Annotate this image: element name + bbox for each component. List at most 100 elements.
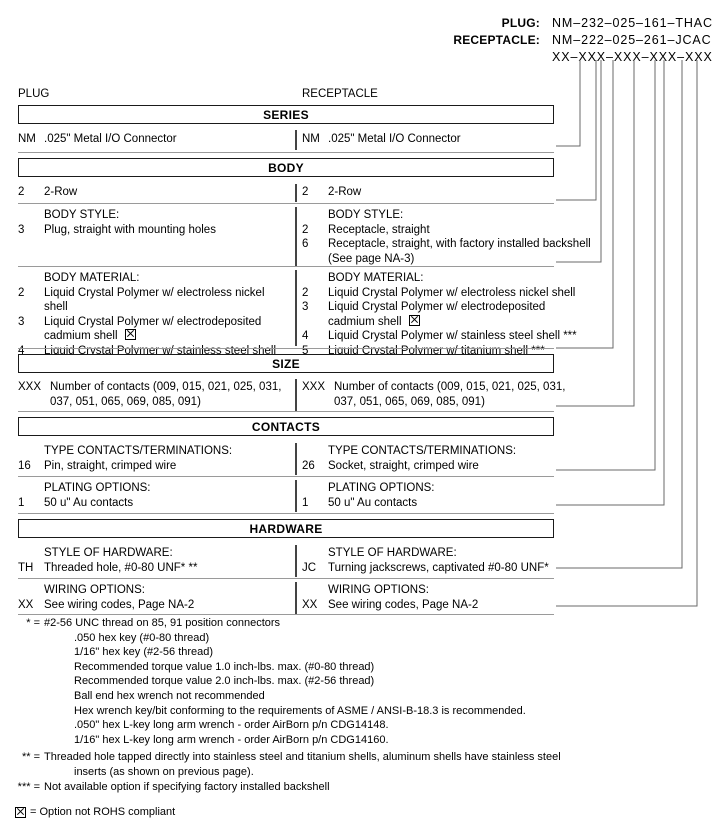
group-title: PLATING OPTIONS: [328,482,435,494]
option-text: 2-Row [44,186,78,198]
group-size-row-receptacle: XXX Number of contacts (009, 015, 021, 0… [302,380,602,409]
part-number-label-plug: PLUG: [501,16,540,30]
group-title: BODY MATERIAL: [44,272,140,284]
option-row: 2 Liquid Crystal Polymer w/ electroless … [302,286,602,301]
footnote-line-item: inserts (as shown on previous page). [14,765,614,780]
column-caption-plug: PLUG [18,88,50,100]
option-row: XX See wiring codes, Page NA-2 [302,598,602,613]
footnote-line: 1/16" hex key (#2-56 thread) [74,646,214,659]
option-row: 3 Liquid Crystal Polymer w/ electrodepos… [302,300,602,315]
part-number-row-plug: PLUG: NM–232–025–161–THAC [0,16,712,33]
part-number-row-generic: XX–XXX–XXX–XXX–XXXX [0,50,712,67]
group-series-row-receptacle: NM .025" Metal I/O Connector [302,132,602,147]
option-row: 2 Receptacle, straight [302,223,602,238]
group-separator [18,513,554,514]
option-row-continuation: cadmium shell [302,314,602,330]
option-row: 2 Liquid Crystal Polymer w/ electroless … [18,286,290,315]
group-contacts-type-receptacle: TYPE CONTACTS/TERMINATIONS: 26 Socket, s… [302,444,602,473]
group-separator [18,476,554,477]
column-caption-receptacle: RECEPTACLE [302,88,378,100]
footnote-line: #2-56 UNC thread on 85, 91 position conn… [44,617,281,629]
footnote-line: Recommended torque value 2.0 inch-lbs. m… [74,675,375,688]
group-contacts-type-plug: TYPE CONTACTS/TERMINATIONS: 16 Pin, stra… [18,444,290,473]
option-code: 3 [302,301,309,313]
part-number-value-generic: XX–XXX–XXX–XXX–XXXX [552,50,712,64]
group-title: STYLE OF HARDWARE: [328,547,457,559]
footnote-line-item: Recommended torque value 1.0 inch-lbs. m… [14,660,614,675]
option-code: XX [18,598,34,611]
footnote-line: 1/16" hex L-key long arm wrench - order … [74,733,389,746]
option-row: 2 2-Row [18,185,290,200]
section-title-hardware: HARDWARE [249,521,323,536]
option-row: 3 Liquid Crystal Polymer w/ electrodepos… [18,315,290,330]
column-divider [295,582,297,614]
column-divider [295,480,297,512]
option-text: (See page NA-3) [328,252,415,265]
group-body-style-plug: BODY STYLE: 3 Plug, straight with mounti… [18,208,290,237]
option-text: Number of contacts (009, 015, 021, 025, … [334,381,566,393]
option-text: Socket, straight, crimped wire [328,459,479,472]
option-code: 1 [302,496,309,509]
column-divider [295,184,297,202]
group-title: BODY MATERIAL: [328,272,424,284]
footnote-mark: * = [26,617,40,629]
option-code: 1 [18,496,25,509]
footnote-line: Recommended torque value 1.0 inch-lbs. m… [74,660,375,673]
option-text: cadmium shell [328,315,402,328]
group-body-row-receptacle: 2 2-Row [302,185,602,200]
option-code: NM [302,133,320,145]
option-text: Pin, straight, crimped wire [44,459,177,472]
footnote-line: .050" hex L-key long arm wrench - order … [74,719,389,732]
footnote-line-item: 1/16" hex key (#2-56 thread) [14,645,614,660]
option-code: XXX [18,381,42,393]
group-body-material-receptacle: BODY MATERIAL: 2 Liquid Crystal Polymer … [302,271,602,358]
section-title-contacts: CONTACTS [251,419,321,434]
option-text: Liquid Crystal Polymer w/ stainless stee… [44,344,277,357]
footnote-line: Ball end hex wrench not recommended [74,689,265,702]
option-text: Liquid Crystal Polymer w/ titanium shell… [328,344,545,357]
option-text-continuation: 037, 051, 065, 069, 085, 091) [50,395,201,408]
section-header-hardware: HARDWARE [18,519,554,538]
section-title-size: SIZE [272,356,300,371]
option-code: 2 [302,186,309,198]
option-code: 4 [302,330,309,342]
option-row: 6 Receptacle, straight, with factory ins… [302,237,602,252]
group-separator [18,348,554,349]
footnote-line: Threaded hole tapped directly into stain… [44,751,561,764]
group-title: WIRING OPTIONS: [328,584,429,596]
group-separator [18,411,554,412]
option-row: 1 50 u" Au contacts [302,496,602,511]
group-wiring-options-receptacle: WIRING OPTIONS: XX See wiring codes, Pag… [302,583,602,612]
group-title: PLATING OPTIONS: [44,482,151,494]
option-text: Plug, straight with mounting holes [44,223,216,236]
column-divider [295,379,297,411]
group-separator [18,614,554,615]
option-code: JC [302,561,317,574]
group-separator [18,266,554,267]
option-row: 5 Liquid Crystal Polymer w/ titanium she… [302,344,602,359]
option-row: JC Turning jackscrews, captivated #0-80 … [302,561,602,576]
section-header-size: SIZE [18,354,554,373]
section-header-series: SERIES [18,105,554,124]
option-code: XX [302,598,318,611]
column-divider [295,270,297,346]
option-code: 16 [18,459,31,472]
option-text: Number of contacts (009, 015, 021, 025, … [50,381,282,393]
part-number-header: PLUG: NM–232–025–161–THAC RECEPTACLE: NM… [0,16,712,67]
group-series-row-plug: NM .025" Metal I/O Connector [18,132,290,147]
footnote-line: Hex wrench key/bit conforming to the req… [74,704,526,717]
part-number-value-plug: NM–232–025–161–THAC [552,16,712,30]
group-title: STYLE OF HARDWARE: [44,547,173,559]
footnote-triple-asterisk: *** = Not available option if specifying… [14,780,614,795]
option-text: See wiring codes, Page NA-2 [44,598,195,611]
option-text: Turning jackscrews, captivated #0-80 UNF… [328,561,549,574]
part-number-row-receptacle: RECEPTACLE: NM–222–025–261–JCAC [0,33,712,50]
section-header-contacts: CONTACTS [18,417,554,436]
footnote-line-item: Hex wrench key/bit conforming to the req… [14,704,614,719]
group-plating-options-receptacle: PLATING OPTIONS: 1 50 u" Au contacts [302,481,602,510]
group-wiring-options-plug: WIRING OPTIONS: XX See wiring codes, Pag… [18,583,290,612]
option-code: NM [18,133,36,145]
group-separator [18,578,554,579]
option-row-continuation: cadmium shell [18,329,290,344]
option-code: 2 [18,186,25,198]
